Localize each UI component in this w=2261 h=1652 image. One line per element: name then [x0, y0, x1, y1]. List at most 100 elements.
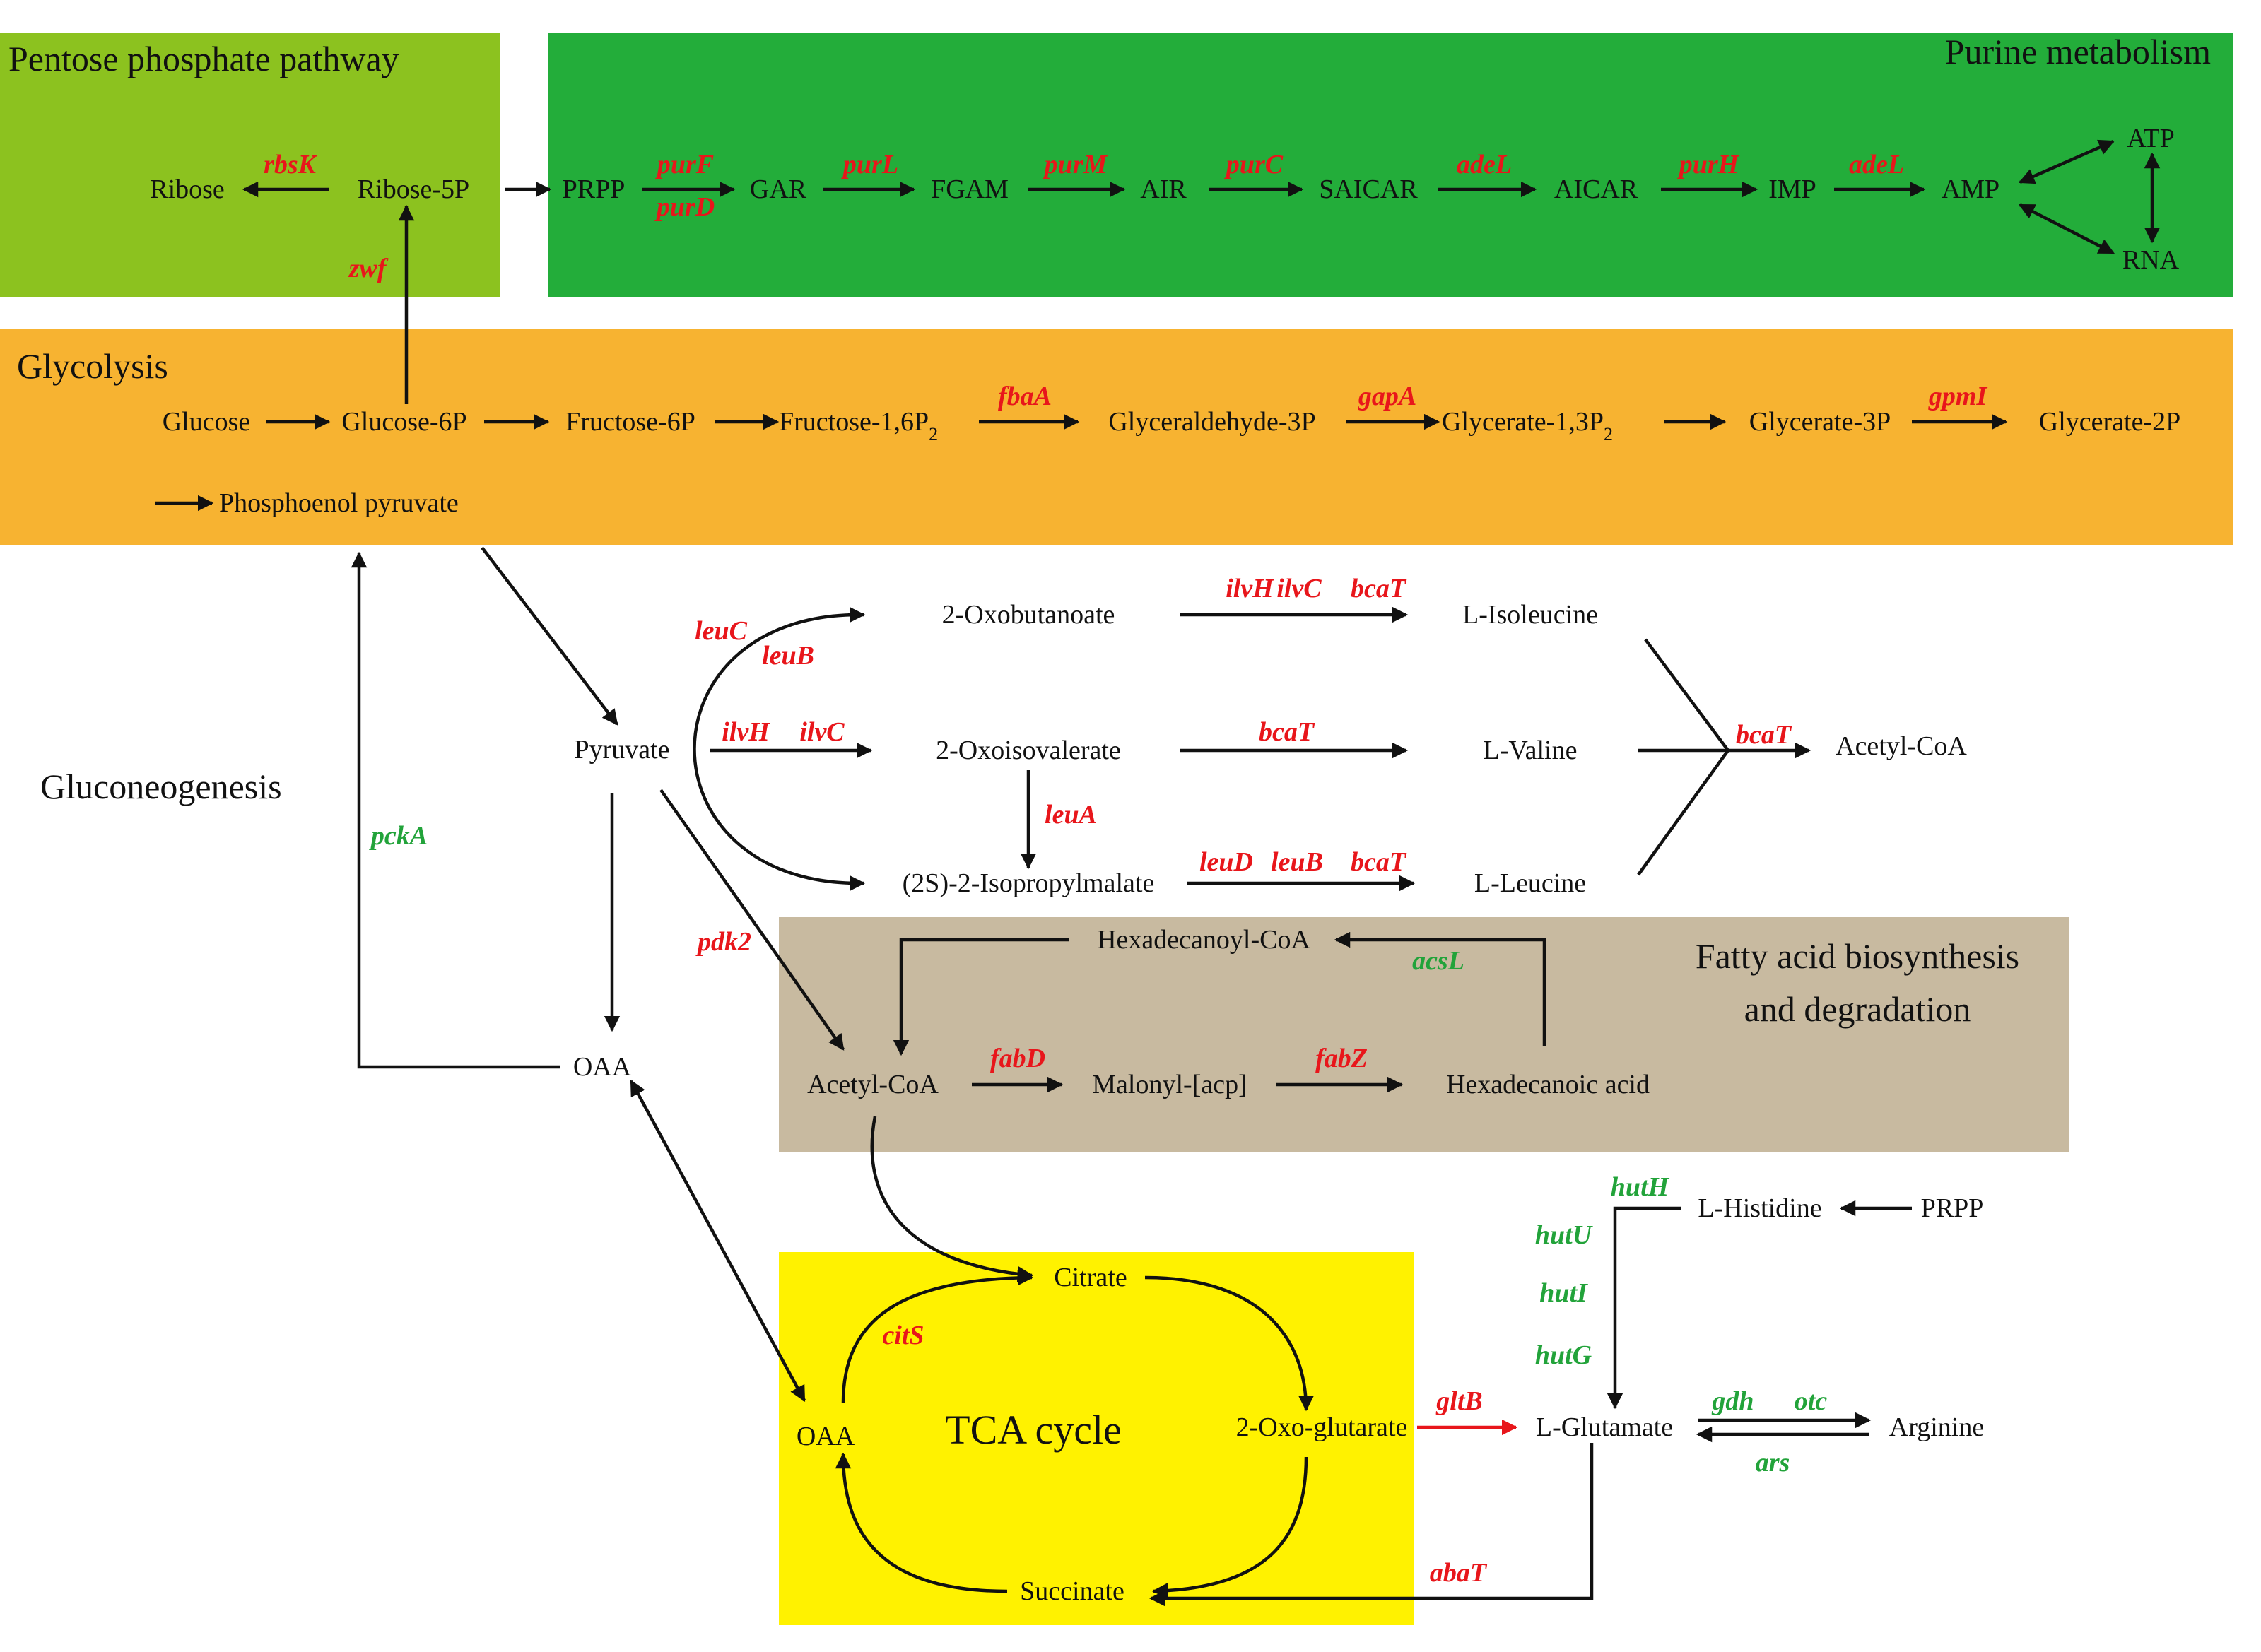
gene-purf: purF	[655, 150, 714, 179]
edge-oaa-citrate	[841, 1269, 1034, 1403]
edge-glutamate-succinate	[1149, 1443, 1594, 1607]
metabolite-air: AIR	[1140, 175, 1187, 204]
gene-rbsk: rbsK	[264, 150, 318, 179]
edge-hexadecanoylcoa-acetylcoa	[893, 938, 1069, 1056]
gene-ilvc-2: ilvC	[799, 717, 845, 747]
edge-oxoglutarate-succinate	[1151, 1456, 1308, 1599]
gene-purd: purD	[654, 192, 715, 222]
metabolite-aicar: AICAR	[1554, 175, 1638, 204]
metabolite-glycerate-2p: Glycerate-2P	[2039, 407, 2180, 437]
glycolysis-title: Glycolysis	[17, 346, 168, 386]
metabolite-saicar: SAICAR	[1319, 175, 1418, 204]
edge-citrate-oxoglutarate	[1144, 1275, 1315, 1412]
gene-gdh: gdh	[1711, 1386, 1754, 1416]
metabolite-prpp-histidine: PRPP	[1921, 1193, 1984, 1223]
gene-purl: purL	[841, 150, 898, 179]
metabolite-rna: RNA	[2122, 245, 2180, 275]
metabolite-l-valine: L-Valine	[1484, 736, 1578, 765]
gene-abat: abaT	[1430, 1558, 1488, 1588]
pentose-phosphate-region	[0, 33, 500, 297]
metabolite-l-glutamate: L-Glutamate	[1536, 1412, 1673, 1442]
metabolite-fructose-16p2: Fructose-1,6P2	[779, 407, 938, 444]
metabolite-ribose-5p: Ribose-5P	[358, 175, 469, 204]
metabolite-acetyl-coa-fa: Acetyl-CoA	[807, 1070, 939, 1099]
metabolite-hexadecanoic-acid: Hexadecanoic acid	[1446, 1070, 1650, 1099]
metabolite-succinate: Succinate	[1020, 1576, 1124, 1606]
metabolite-2-oxobutanoate: 2-Oxobutanoate	[942, 600, 1115, 630]
gene-hutu: hutU	[1535, 1220, 1594, 1250]
gene-gltb: gltB	[1435, 1386, 1482, 1416]
edge-hexadecanoic-hexadecanoylcoa	[1334, 931, 1546, 1046]
metabolite-glucose: Glucose	[163, 407, 251, 437]
subscript: 2	[1604, 424, 1613, 444]
gene-huth: hutH	[1611, 1172, 1670, 1202]
gene-huti: hutI	[1539, 1278, 1588, 1308]
gene-leud: leuD	[1199, 847, 1253, 877]
gene-purm: purM	[1043, 150, 1108, 179]
metabolite-citrate: Citrate	[1054, 1263, 1127, 1292]
gene-fabz: fabZ	[1315, 1044, 1368, 1073]
edge-pep-pyruvate	[481, 546, 618, 726]
metabolite-l-histidine: L-Histidine	[1698, 1193, 1821, 1223]
gene-otc: otc	[1795, 1386, 1828, 1416]
metabolite-2-oxoisovalerate: 2-Oxoisovalerate	[936, 736, 1121, 765]
gene-bcat-2: bcaT	[1259, 717, 1315, 747]
metabolite-glycerate-3p: Glycerate-3P	[1749, 407, 1891, 437]
gene-ilvh-2: ilvH	[722, 717, 770, 747]
gene-gpmi: gpmI	[1928, 382, 1988, 411]
gene-hutg: hutG	[1535, 1340, 1592, 1370]
edge-amp-rna	[2018, 203, 2115, 255]
purine-metabolism-region	[548, 33, 2233, 297]
tca-cycle-region	[779, 1252, 1414, 1625]
gene-gapa: gapA	[1358, 382, 1416, 411]
metabolite-imp: IMP	[1768, 175, 1816, 204]
edge-amp-atp	[2018, 139, 2115, 184]
metabolite-atp: ATP	[2127, 124, 2175, 153]
gene-fbaa: fbaA	[998, 382, 1052, 411]
gene-adel-1: adeL	[1457, 150, 1512, 179]
edge-pyruvate-oxobutanoate-isopropylmalate	[693, 613, 859, 885]
metabolite-phosphoenol-pyruvate: Phosphoenol pyruvate	[219, 488, 459, 518]
metabolite-glycerate-13p2: Glycerate-1,3P2	[1442, 407, 1613, 444]
glycolysis-region	[0, 329, 2233, 545]
metabolite-acetyl-coa-bcaa: Acetyl-CoA	[1836, 731, 1967, 761]
gene-leua: leuA	[1045, 800, 1097, 830]
gene-leub-2: leuB	[1271, 847, 1323, 877]
gene-cits: citS	[882, 1321, 924, 1350]
gene-bcat-1: bcaT	[1351, 574, 1407, 603]
fatty-acid-title-line1: Fatty acid biosynthesis	[1696, 936, 2019, 976]
metabolite-2s-2-isopropylmalate: (2S)-2-Isopropylmalate	[903, 868, 1155, 898]
metabolite-ribose: Ribose	[150, 175, 225, 204]
gene-pdk2: pdk2	[695, 927, 751, 957]
metabolite-glyceraldehyde-3p: Glyceraldehyde-3P	[1108, 407, 1315, 437]
gene-ars: ars	[1756, 1448, 1790, 1477]
subscript: 2	[929, 424, 938, 444]
gene-bcat-4: bcaT	[1736, 720, 1792, 750]
edge-histidine-glutamate	[1607, 1206, 1681, 1410]
metabolite-oaa: OAA	[573, 1052, 632, 1082]
metabolite-pyruvate: Pyruvate	[574, 735, 669, 765]
gene-leub-1: leuB	[762, 641, 814, 671]
fatty-acid-region	[779, 917, 2069, 1152]
gene-fabd: fabD	[990, 1044, 1045, 1073]
edge-oaa-oaa-tca	[630, 1080, 806, 1402]
gene-bcat-3: bcaT	[1351, 847, 1407, 877]
gene-adel-2: adeL	[1849, 150, 1904, 179]
gene-acsl: acsL	[1412, 946, 1464, 976]
gene-purc: purC	[1224, 150, 1284, 179]
metabolite-prpp: PRPP	[563, 175, 626, 204]
gene-purh: purH	[1677, 150, 1740, 179]
purine-metabolism-title: Purine metabolism	[1945, 32, 2211, 71]
gluconeogenesis-title: Gluconeogenesis	[40, 767, 282, 806]
edge-pyruvate-acetylcoa	[659, 789, 845, 1051]
metabolite-hexadecanoyl-coa: Hexadecanoyl-CoA	[1097, 925, 1310, 955]
edge-leucine-join	[1637, 749, 1729, 876]
gene-ilvh-1: ilvH	[1226, 574, 1274, 603]
metabolite-fgam: FGAM	[931, 175, 1009, 204]
metabolite-malonyl-acp: Malonyl-[acp]	[1092, 1070, 1247, 1099]
edge-isoleucine-join	[1644, 638, 1729, 752]
metabolite-l-leucine: L-Leucine	[1474, 868, 1586, 898]
fatty-acid-title-line2: and degradation	[1744, 989, 1971, 1029]
